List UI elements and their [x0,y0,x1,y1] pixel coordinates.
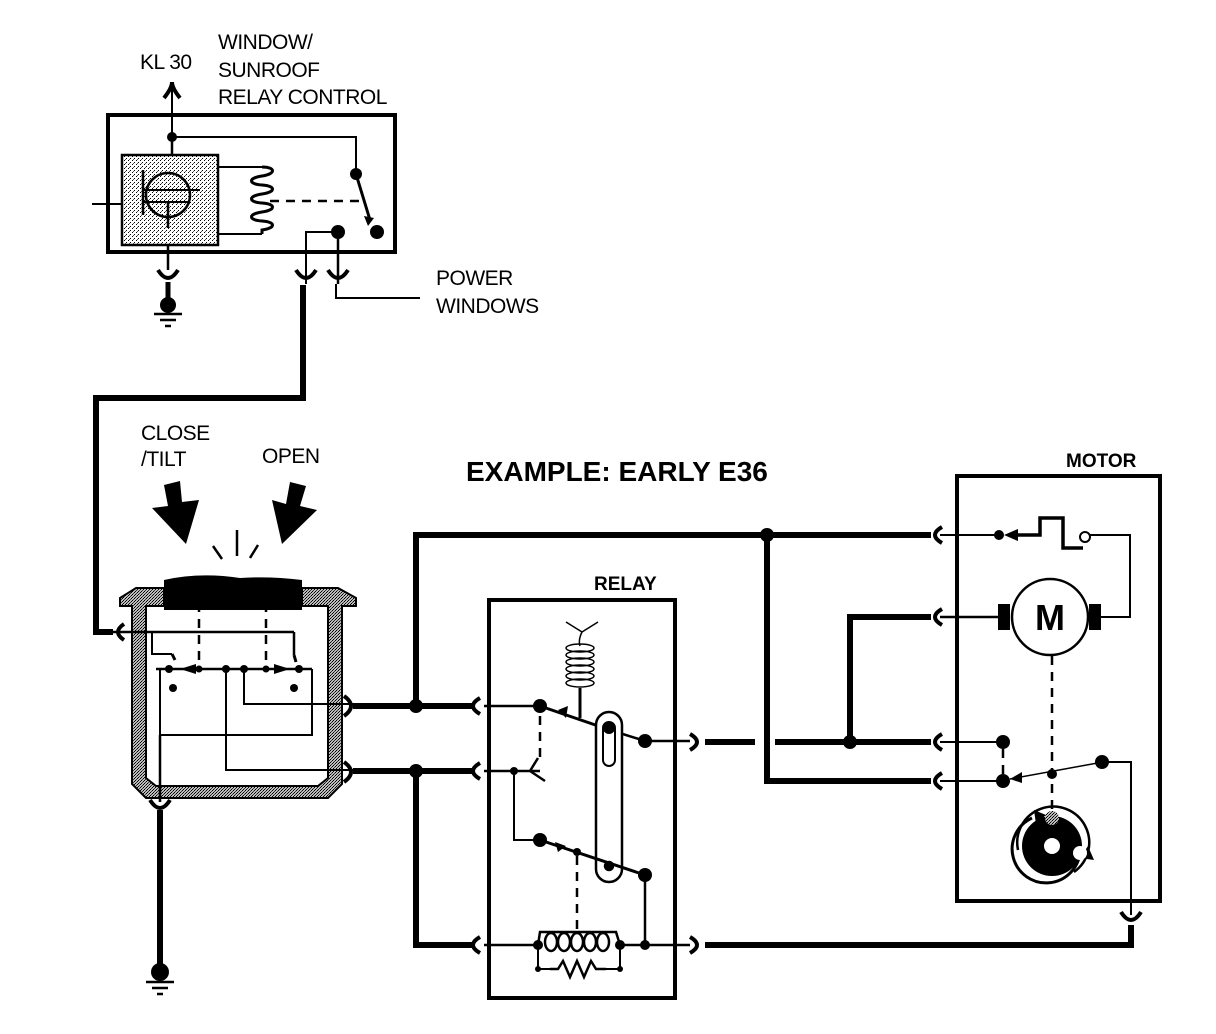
relay-coil-icon [536,930,622,953]
ground-icon [146,963,174,996]
rocker-button[interactable] [164,575,302,610]
motor-box [955,474,1162,903]
close-tilt-arrow-icon [152,481,199,544]
connector-icon [471,696,482,716]
switch-contact-dot [370,225,384,239]
connector-icon [933,525,944,545]
open-arrow-icon [272,482,317,544]
power-windows-label-line1: POWER [436,267,513,290]
connector-icon [326,268,350,280]
motor-symbol: M [1035,597,1065,638]
sunroof-switch: CLOSE /TILT OPEN [110,422,357,996]
connector-icon [471,935,482,955]
thermal-switch-icon [994,516,1091,550]
connector-icon [933,607,944,627]
relay-control-module: KL 30 WINDOW/ SUNROOF RELAY CONTROL [92,31,420,328]
relay-control-label-line2: SUNROOF [218,59,320,82]
resistor-icon [550,957,606,981]
diagram-title: EXAMPLE: EARLY E36 [466,456,768,487]
connector-icon [471,761,482,781]
connector-icon [688,935,699,955]
connector-icon [1119,910,1143,922]
kl30-label: KL 30 [140,51,192,74]
connector-icon [933,732,944,752]
cam-disc-icon [1010,805,1094,885]
connector-icon [148,798,172,810]
relay: RELAY [471,574,699,1000]
close-tilt-label-line2: /TILT [141,448,187,471]
power-windows-label-line2: WINDOWS [436,295,539,318]
main-wiring [353,528,1134,948]
relay-coil-icon [250,165,274,234]
open-label: OPEN [262,445,320,468]
transistor-block [120,153,220,247]
connector-icon [688,732,699,752]
motor-icon [1010,577,1090,657]
kl30-connector-icon [162,81,182,135]
connector-icon [294,268,318,280]
connector-icon [116,622,126,642]
transistor-icon [141,170,200,228]
connector-icon [156,268,180,280]
ground-icon [154,297,182,328]
connector-icon [342,760,353,784]
relay-control-box [106,113,397,254]
relay-box [487,598,677,1000]
connector-icon [933,771,944,791]
armature-icon [594,710,624,884]
wire-module-to-switch [93,285,306,635]
close-tilt-label-line1: CLOSE [141,422,210,445]
spring-icon [565,621,599,718]
connector-icon [342,694,353,718]
relay-control-label-line3: RELAY CONTROL [218,86,387,109]
motor-label: MOTOR [1066,451,1137,472]
relay-control-label-line1: WINDOW/ [218,31,313,54]
relay-label: RELAY [594,574,657,595]
switch-housing [119,587,357,799]
press-indicator-icon [211,530,260,560]
motor: MOTOR M [933,451,1162,922]
